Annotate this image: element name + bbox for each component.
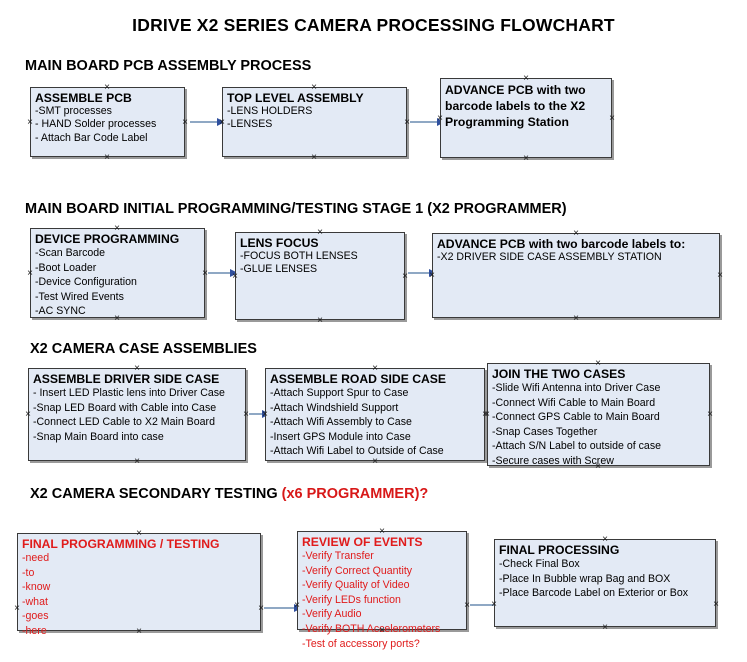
box-line: - Insert LED Plastic lens into Driver Ca… bbox=[33, 387, 225, 399]
box-line: -SMT processes bbox=[35, 105, 112, 117]
box-title: TOP LEVEL ASSEMBLY bbox=[227, 91, 364, 105]
box-line: -Connect LED Cable to X2 Main Board bbox=[33, 416, 215, 429]
box-line: -AC SYNC bbox=[35, 305, 86, 318]
box-line: -Verify Quality of Video bbox=[302, 579, 410, 592]
box-line: -Attach Support Spur to Case bbox=[270, 387, 409, 399]
box-line: -Snap Cases Together bbox=[492, 425, 598, 438]
box-line: -Attach Windshield Support bbox=[270, 401, 399, 414]
box-title: ASSEMBLE DRIVER SIDE CASE bbox=[33, 372, 220, 386]
box-line: -here bbox=[22, 624, 47, 637]
page-title: IDRIVE X2 SERIES CAMERA PROCESSING FLOWC… bbox=[132, 15, 615, 35]
box-line: -goes bbox=[22, 610, 49, 623]
box-line: -Slide Wifi Antenna into Driver Case bbox=[492, 382, 661, 394]
section-heading-2: MAIN BOARD INITIAL PROGRAMMING/TESTING S… bbox=[25, 201, 567, 217]
box-title: ADVANCE PCB with two barcode labels to t… bbox=[445, 83, 586, 129]
section-heading-1: MAIN BOARD PCB ASSEMBLY PROCESS bbox=[25, 58, 311, 74]
box-line: -LENS HOLDERS bbox=[227, 105, 313, 117]
box-line: -Check Final Box bbox=[499, 558, 580, 570]
box-line: -GLUE LENSES bbox=[240, 263, 318, 276]
box-line: -Verify Correct Quantity bbox=[302, 564, 413, 577]
box-line: - HAND Solder processes bbox=[35, 118, 157, 131]
box-line: -know bbox=[22, 581, 51, 594]
section-heading-3: X2 CAMERA CASE ASSEMBLIES bbox=[30, 341, 257, 357]
box-line: -what bbox=[22, 595, 48, 608]
connector-arrow-2-2 bbox=[408, 268, 437, 277]
box-line: -Connect GPS Cable to Main Board bbox=[492, 411, 660, 424]
box-top-level-assembly[interactable]: TOP LEVEL ASSEMBLY -LENS HOLDERS -LENSES bbox=[222, 87, 407, 157]
box-line: -Connect Wifi Cable to Main Board bbox=[492, 396, 656, 409]
box-line: -Attach S/N Label to outside of case bbox=[492, 440, 662, 453]
box-line: -need bbox=[22, 552, 50, 564]
box-line: -Place In Bubble wrap Bag and BOX bbox=[499, 572, 671, 585]
box-line: -to bbox=[22, 566, 35, 579]
connector-arrow-1-2 bbox=[410, 117, 445, 126]
box-title: FINAL PROCESSING bbox=[499, 543, 620, 557]
box-line: - Attach Bar Code Label bbox=[35, 131, 148, 144]
box-line: -Boot Loader bbox=[35, 261, 97, 274]
box-title: JOIN THE TWO CASES bbox=[492, 367, 626, 381]
arrow-head-icon bbox=[217, 117, 225, 126]
box-device-programming[interactable]: DEVICE PROGRAMMING -Scan Barcode -Boot L… bbox=[30, 228, 205, 318]
section-heading-4: X2 CAMERA SECONDARY TESTING (x6 PROGRAMM… bbox=[30, 486, 428, 502]
box-line: -Verify LEDs function bbox=[302, 593, 401, 606]
box-line: -Test Wired Events bbox=[35, 290, 124, 303]
box-line: -Verify Audio bbox=[302, 608, 362, 621]
box-line: -Place Barcode Label on Exterior or Box bbox=[499, 587, 689, 600]
arrow-head-icon bbox=[230, 268, 238, 277]
box-line: -Attach Wifi Label to Outside of Case bbox=[270, 445, 444, 458]
box-assemble-pcb[interactable]: ASSEMBLE PCB -SMT processes - HAND Solde… bbox=[30, 87, 185, 157]
box-title: ADVANCE PCB with two barcode labels to: bbox=[437, 237, 686, 251]
connector-arrow-1-1 bbox=[190, 117, 225, 126]
box-line: -FOCUS BOTH LENSES bbox=[240, 250, 358, 262]
connector-arrow-2-1 bbox=[208, 268, 238, 277]
section-heading-3-text: X2 CAMERA CASE ASSEMBLIES bbox=[30, 341, 257, 357]
box-line: -Verify Transfer bbox=[302, 550, 374, 562]
box-assemble-road-side-case[interactable]: ASSEMBLE ROAD SIDE CASE -Attach Support … bbox=[265, 368, 485, 461]
box-join-the-two-cases[interactable]: JOIN THE TWO CASES -Slide Wifi Antenna i… bbox=[487, 363, 710, 467]
box-title: REVIEW OF EVENTS bbox=[302, 535, 423, 549]
box-final-processing[interactable]: FINAL PROCESSING -Check Final Box -Place… bbox=[494, 539, 716, 627]
box-title: DEVICE PROGRAMMING bbox=[35, 232, 180, 246]
box-line: -Insert GPS Module into Case bbox=[270, 430, 411, 443]
box-final-programming-testing[interactable]: FINAL PROGRAMMING / TESTING -need -to -k… bbox=[17, 533, 261, 637]
box-assemble-driver-side-case[interactable]: ASSEMBLE DRIVER SIDE CASE - Insert LED P… bbox=[28, 368, 246, 461]
section-heading-4-text: X2 CAMERA SECONDARY TESTING bbox=[30, 486, 282, 502]
box-advance-pcb-programming-station[interactable]: ADVANCE PCB with two barcode labels to t… bbox=[440, 78, 612, 158]
box-line: -Attach Wifi Assembly to Case bbox=[270, 416, 412, 429]
box-title: ASSEMBLE ROAD SIDE CASE bbox=[270, 372, 447, 386]
box-line: -Verify BOTH Accelerometers bbox=[302, 622, 441, 635]
box-line: -Snap Main Board into case bbox=[33, 430, 164, 443]
section-heading-4-red-text: (x6 PROGRAMMER)? bbox=[281, 486, 429, 502]
box-review-of-events[interactable]: REVIEW OF EVENTS -Verify Transfer -Verif… bbox=[297, 531, 467, 650]
box-lens-focus[interactable]: LENS FOCUS -FOCUS BOTH LENSES -GLUE LENS… bbox=[235, 232, 405, 320]
section-heading-1-text: MAIN BOARD PCB ASSEMBLY PROCESS bbox=[25, 58, 312, 74]
box-line: -Scan Barcode bbox=[35, 247, 106, 259]
box-line: -LENSES bbox=[227, 118, 273, 131]
connector-arrow-4-1 bbox=[264, 603, 302, 612]
box-line: -Secure cases with Screw bbox=[492, 454, 614, 467]
box-title: ASSEMBLE PCB bbox=[35, 91, 132, 105]
section-heading-2-text: MAIN BOARD INITIAL PROGRAMMING/TESTING S… bbox=[25, 201, 567, 217]
box-line: -X2 DRIVER SIDE CASE ASSEMBLY STATION bbox=[437, 251, 662, 263]
connector-arrow-3-1 bbox=[249, 409, 270, 418]
box-advance-pcb-driver-side-case[interactable]: ADVANCE PCB with two barcode labels to: … bbox=[432, 233, 720, 318]
box-title: FINAL PROGRAMMING / TESTING bbox=[22, 537, 220, 551]
box-title: LENS FOCUS bbox=[240, 236, 319, 250]
box-line: -Device Configuration bbox=[35, 276, 137, 289]
box-line: -Snap LED Board with Cable into Case bbox=[33, 401, 217, 414]
box-line-overflow: -Test of accessory ports? bbox=[302, 637, 420, 650]
